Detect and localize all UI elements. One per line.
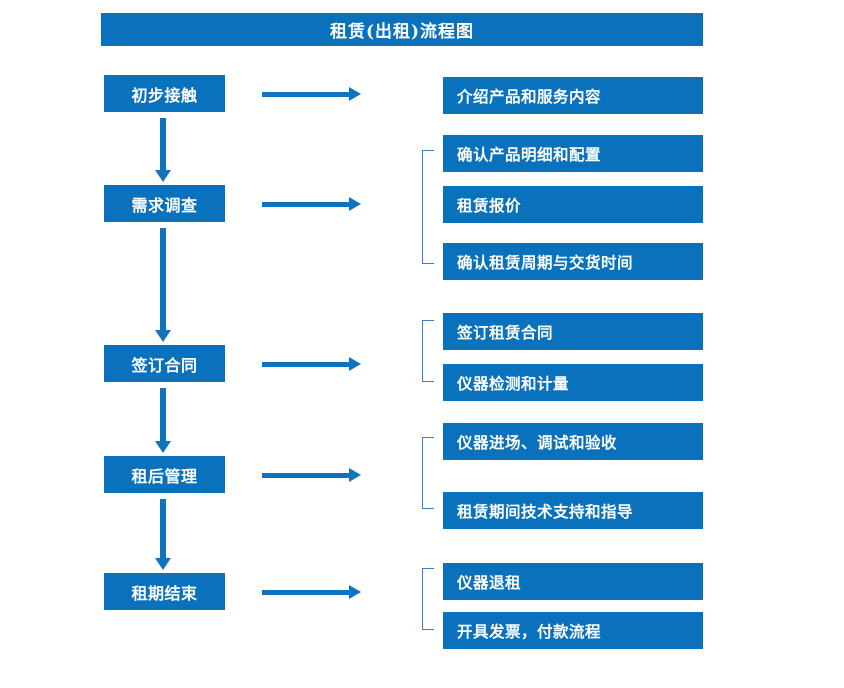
group-bracket-3 xyxy=(422,320,434,382)
detail-box-rental-quote[interactable]: 租赁报价 xyxy=(443,186,703,223)
detail-box-confirm-term-delivery[interactable]: 确认租赁周期与交货时间 xyxy=(443,243,703,280)
detail-box-instrument-return[interactable]: 仪器退租 xyxy=(443,563,703,600)
vertical-arrow-1 xyxy=(155,118,171,182)
diagram-title: 租赁(出租)流程图 xyxy=(101,13,703,46)
detail-box-sign-rental-contract[interactable]: 签订租赁合同 xyxy=(443,313,703,350)
detail-box-technical-support[interactable]: 租赁期间技术支持和指导 xyxy=(443,492,703,529)
group-bracket-2 xyxy=(422,150,434,264)
stage-box-sign-contract[interactable]: 签订合同 xyxy=(104,345,225,382)
group-bracket-4 xyxy=(422,437,434,509)
detail-box-confirm-product-spec[interactable]: 确认产品明细和配置 xyxy=(443,135,703,172)
horizontal-arrow-5 xyxy=(262,585,361,599)
detail-box-instrument-onsite[interactable]: 仪器进场、调试和验收 xyxy=(443,423,703,460)
horizontal-arrow-1 xyxy=(262,87,361,101)
stage-box-rental-end[interactable]: 租期结束 xyxy=(104,573,225,610)
vertical-arrow-4 xyxy=(155,499,171,570)
vertical-arrow-2 xyxy=(155,228,171,342)
detail-box-invoice-payment[interactable]: 开具发票，付款流程 xyxy=(443,612,703,649)
detail-box-instrument-testing[interactable]: 仪器检测和计量 xyxy=(443,364,703,401)
horizontal-arrow-4 xyxy=(262,468,361,482)
stage-box-post-rental-mgmt[interactable]: 租后管理 xyxy=(104,456,225,493)
horizontal-arrow-3 xyxy=(262,357,361,371)
detail-box-introduce-products[interactable]: 介绍产品和服务内容 xyxy=(443,77,703,114)
horizontal-arrow-2 xyxy=(262,197,361,211)
stage-box-requirement-survey[interactable]: 需求调查 xyxy=(104,185,225,222)
group-bracket-5 xyxy=(422,568,434,630)
vertical-arrow-3 xyxy=(155,388,171,453)
stage-box-initial-contact[interactable]: 初步接触 xyxy=(104,75,225,112)
